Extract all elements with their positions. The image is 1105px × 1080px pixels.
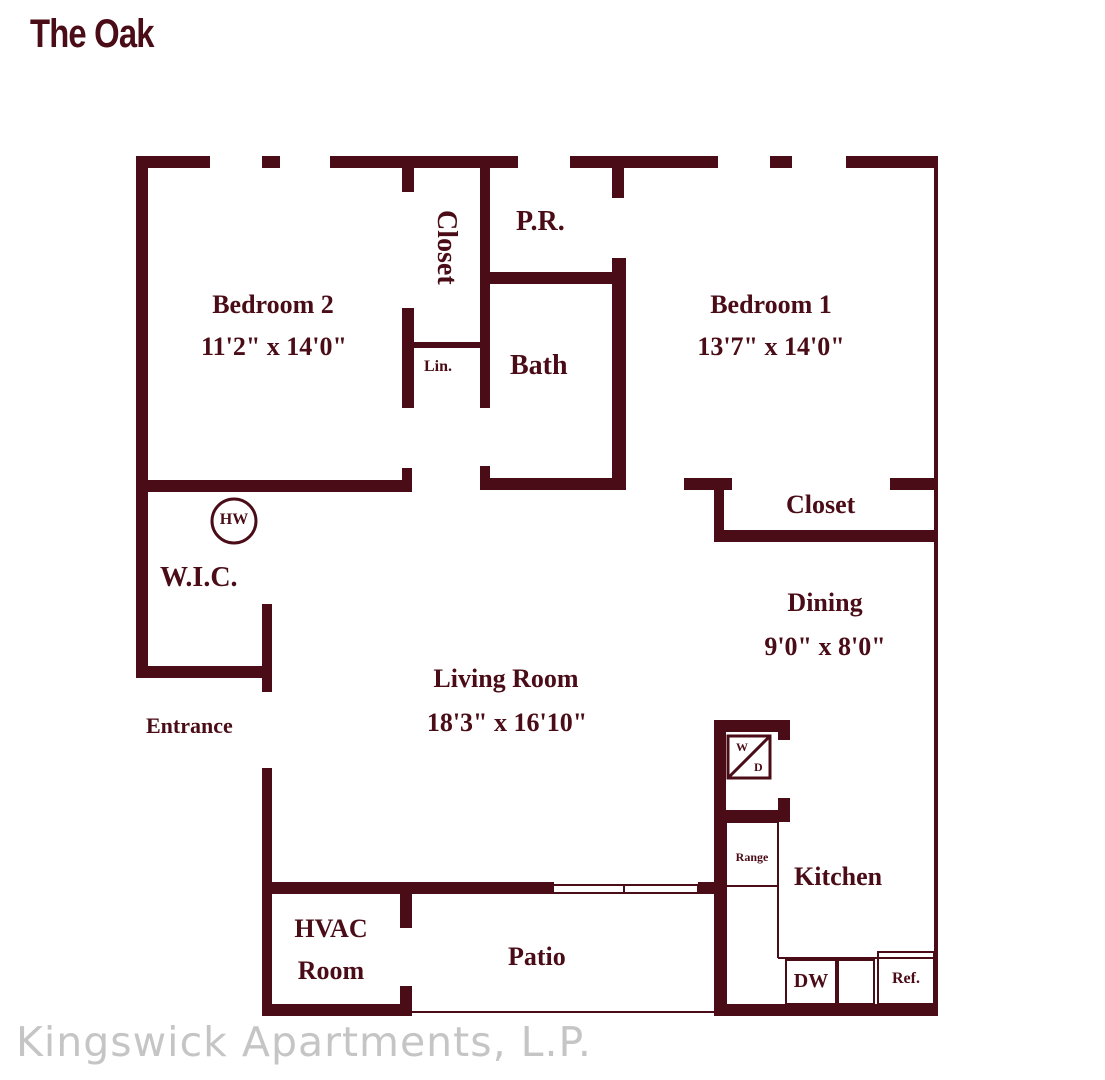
linen-label: Lin.	[424, 358, 453, 375]
dryer-label: D	[754, 760, 763, 774]
plan-title: The Oak	[30, 12, 155, 56]
water-heater-label: HW	[219, 511, 249, 528]
watermark: Kingswick Apartments, L.P.	[16, 1018, 592, 1066]
bedroom1-size: 13'7" x 14'0"	[697, 332, 845, 361]
bedroom2-name: Bedroom 2	[212, 290, 334, 319]
dining-size: 9'0" x 8'0"	[764, 632, 886, 661]
dishwasher-label: DW	[793, 970, 829, 992]
living-room-size: 18'3" x 16'10"	[426, 708, 588, 737]
powder-room-label: P.R.	[516, 206, 565, 237]
closet-dining-label: Closet	[786, 490, 856, 519]
closet-upper-label: Closet	[431, 210, 462, 285]
living-room-name: Living Room	[433, 664, 579, 693]
bedroom1-name: Bedroom 1	[710, 290, 832, 319]
hvac-label-2: Room	[297, 956, 365, 985]
kitchen-label: Kitchen	[794, 862, 883, 891]
wic-label: W.I.C.	[160, 562, 238, 593]
patio-label: Patio	[508, 942, 566, 971]
washer-label: W	[736, 740, 748, 754]
entrance-label: Entrance	[146, 713, 233, 738]
bedroom2-size: 11'2" x 14'0"	[201, 332, 347, 361]
thin-lines	[210, 497, 935, 1013]
dining-name: Dining	[787, 588, 863, 617]
range-label: Range	[735, 850, 769, 864]
walls	[136, 156, 938, 1016]
hvac-label-1: HVAC	[294, 914, 368, 943]
refrigerator-label: Ref.	[892, 970, 920, 987]
bath-label: Bath	[510, 350, 568, 381]
